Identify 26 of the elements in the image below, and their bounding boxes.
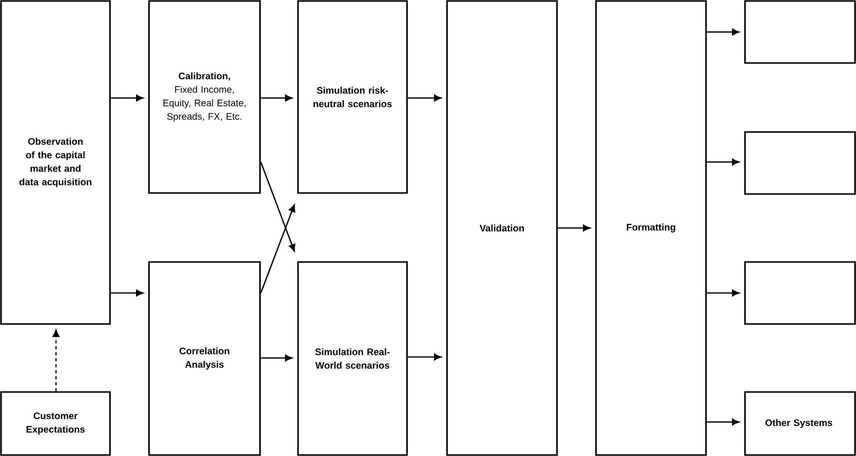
process-box: Calibration, Fixed Income, Equity, Real Estate, Spreads, FX, Etc. (148, 0, 261, 194)
process-box: Validation (446, 0, 558, 456)
process-box: Formatting (595, 0, 707, 456)
arrow (706, 418, 740, 426)
arrow (706, 28, 740, 36)
arrow (110, 290, 144, 296)
arrow (706, 290, 740, 296)
process-box (744, 131, 856, 195)
process-box (744, 261, 856, 325)
arrow (558, 224, 590, 232)
process-box: Customer Expectations (0, 391, 111, 456)
arrow (260, 354, 292, 362)
arrow (260, 204, 296, 294)
arrow (110, 94, 144, 102)
process-box: Other Systems (744, 391, 856, 456)
arrow (52, 330, 60, 392)
process-box: Correlation Analysis (148, 261, 261, 456)
process-box: Simulation Real-World scenarios (297, 261, 408, 456)
process-box (744, 0, 856, 64)
arrow (260, 162, 296, 252)
process-box: Observation of the capital market and data acquisition (0, 0, 111, 325)
process-box: Simulation risk-neutral scenarios (297, 0, 408, 194)
arrow (408, 354, 442, 360)
arrow (706, 158, 740, 166)
arrow (408, 94, 442, 102)
arrow (260, 94, 292, 102)
